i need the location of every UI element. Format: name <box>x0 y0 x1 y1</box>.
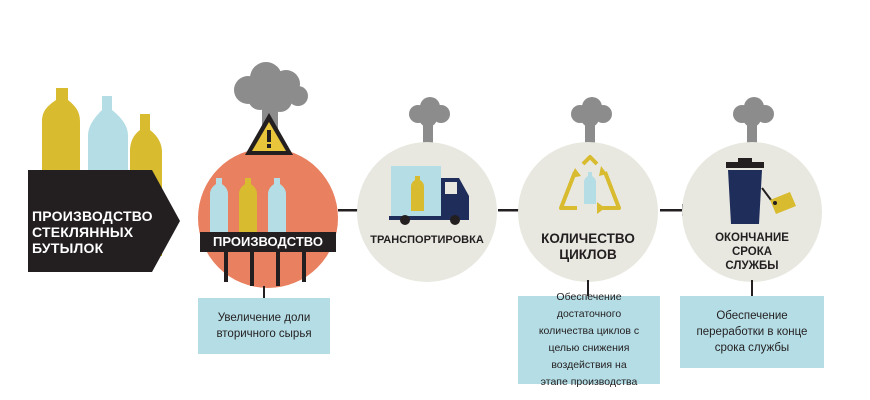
factory-conveyor-icon <box>210 178 306 286</box>
end-of-life-connector <box>751 280 753 298</box>
end-of-life-label-line-3: СЛУЖБЫ <box>725 260 779 272</box>
callout-cycles-line-4: воздействия на <box>551 359 627 371</box>
production-label: ПРОИЗВОДСТВО <box>213 234 323 249</box>
cycles-connector <box>587 280 589 298</box>
warning-triangle-icon <box>245 113 293 155</box>
callout-cycles-line-2: количества циклов с <box>538 325 640 337</box>
title-text: ПРОИЗВОДСТВО СТЕКЛЯННЫХ БУТЫЛОК <box>32 208 192 256</box>
cycles-circle <box>518 142 658 282</box>
production-connector <box>263 286 265 300</box>
callout-cycles-line-3: целью снижения <box>548 342 630 354</box>
end-of-life-label-line-2: СРОКА <box>731 246 773 258</box>
transport-label: ТРАНСПОРТИРОВКА <box>370 234 484 246</box>
smoke-small-icon-3 <box>733 97 774 150</box>
end-of-life-label: ОКОНЧАНИЕ СРОКА СЛУЖБЫ <box>690 231 814 273</box>
cycles-label-line-2: ЦИКЛОВ <box>559 247 617 262</box>
callout-production: Увеличение доли вторичного сырья <box>198 298 330 354</box>
smoke-small-icon-1 <box>409 97 450 150</box>
callout-cycles-line-5: этапе производства <box>540 376 638 388</box>
production-label-band <box>200 232 336 252</box>
tag-icon <box>770 192 796 214</box>
title-line-3: БУТЫЛОК <box>32 240 104 256</box>
callout-production-line-1: Увеличение доли <box>217 312 311 324</box>
callout-end-of-life-line-3: срока службы <box>714 342 790 354</box>
callout-end-of-life: Обеспечение переработки в конце срока сл… <box>680 296 824 368</box>
title-arrow <box>152 170 180 272</box>
title-line-2: СТЕКЛЯННЫХ <box>32 224 134 240</box>
callout-cycles: Обеспечение достаточного количества цикл… <box>518 291 660 388</box>
callout-end-of-life-line-2: переработки в конце <box>696 326 808 338</box>
recycle-icon <box>559 155 621 214</box>
title-line-1: ПРОИЗВОДСТВО <box>32 208 153 224</box>
cycles-label: КОЛИЧЕСТВО ЦИКЛОВ <box>520 231 656 263</box>
callout-production-line-2: вторичного сырья <box>216 328 312 340</box>
delivery-truck-icon <box>389 166 469 225</box>
cycles-label-line-1: КОЛИЧЕСТВО <box>541 231 635 246</box>
end-of-life-label-line-1: ОКОНЧАНИЕ <box>715 232 789 244</box>
title-background <box>28 170 152 272</box>
smoke-small-icon-2 <box>571 97 612 150</box>
callout-cycles-line-1: Обеспечение достаточного <box>556 291 622 320</box>
callout-end-of-life-line-1: Обеспечение <box>716 310 788 322</box>
trash-bin-icon <box>726 158 796 224</box>
